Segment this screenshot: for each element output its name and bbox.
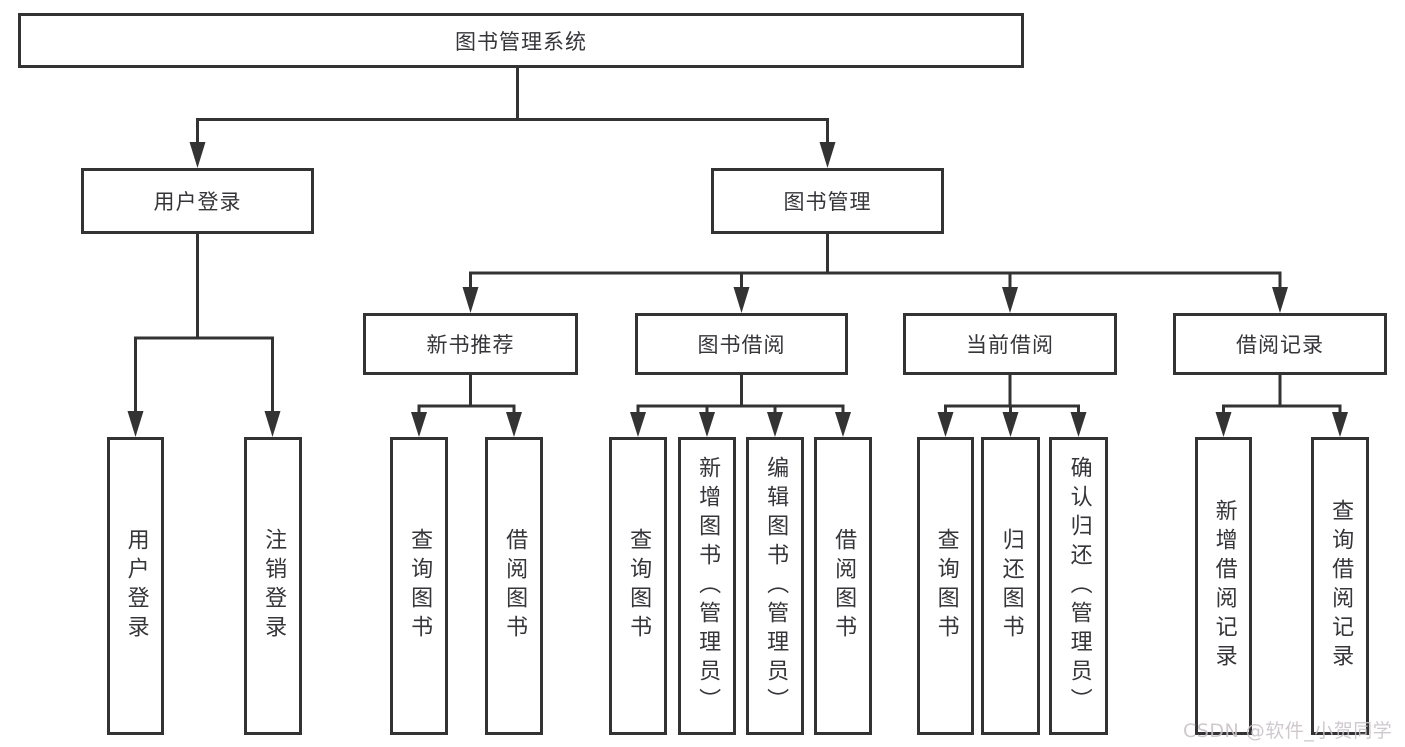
arrow-down-icon	[767, 412, 783, 437]
leaf-user-login: 用户登录	[107, 437, 164, 735]
connector-new-book-recommendation-children	[411, 375, 522, 437]
leaf-confirm-return-admin: 确认归还（管理员）	[1049, 437, 1108, 735]
node-new-book-recommendation: 新书推荐	[363, 313, 578, 375]
leaf-label: 查询图书	[407, 528, 433, 644]
connector-root-to-level2	[189, 66, 836, 168]
connector-book-management-sections	[462, 234, 1288, 313]
leaf-label: 借阅图书	[831, 528, 857, 644]
arrow-down-icon	[1002, 287, 1018, 313]
arrow-down-icon	[189, 142, 206, 168]
arrow-down-icon	[1332, 412, 1348, 437]
leaf-label: 新增借阅记录	[1211, 499, 1237, 673]
leaf-query-borrow-record: 查询借阅记录	[1311, 437, 1369, 735]
arrow-down-icon	[411, 412, 427, 437]
arrow-down-icon	[506, 412, 522, 437]
connector-book-borrowing-children	[630, 375, 851, 437]
arrow-down-icon	[733, 287, 750, 313]
node-current-borrowing: 当前借阅	[903, 313, 1117, 375]
arrow-down-icon	[1272, 287, 1288, 313]
leaf-logout-login: 注销登录	[244, 437, 302, 735]
leaf-return-books: 归还图书	[981, 437, 1040, 735]
arrow-down-icon	[462, 287, 479, 313]
arrow-down-icon	[819, 142, 836, 168]
arrow-down-icon	[835, 412, 851, 437]
arrow-down-icon	[127, 411, 144, 437]
csdn-watermark: CSDN @软件_小贺同学	[1183, 720, 1393, 742]
leaf-add-borrow-record: 新增借阅记录	[1195, 437, 1252, 735]
leaf-label: 查询图书	[933, 528, 959, 644]
leaf-label: 新增图书（管理员）	[695, 455, 721, 717]
leaf-query-books: 查询图书	[917, 437, 974, 735]
leaf-label: 注销登录	[261, 528, 287, 644]
node-book-management: 图书管理	[711, 168, 944, 234]
arrow-down-icon	[630, 412, 646, 437]
leaf-query-books: 查询图书	[390, 437, 448, 735]
leaf-add-books-admin: 新增图书（管理员）	[678, 437, 736, 735]
leaf-borrow-books: 借阅图书	[814, 437, 872, 735]
leaf-borrow-books: 借阅图书	[485, 437, 543, 735]
leaf-label: 借阅图书	[502, 528, 528, 644]
connector-current-borrowing-children	[937, 375, 1087, 437]
leaf-label: 确认归还（管理员）	[1066, 455, 1092, 717]
leaf-label: 查询借阅记录	[1328, 499, 1354, 673]
arrow-down-icon	[1002, 412, 1019, 437]
node-user-login: 用户登录	[81, 168, 314, 234]
leaf-label: 编辑图书（管理员）	[763, 455, 789, 717]
leaf-edit-books-admin: 编辑图书（管理员）	[746, 437, 804, 735]
connector-borrowing-records-children	[1215, 375, 1348, 437]
leaf-label: 用户登录	[123, 528, 149, 644]
leaf-label: 归还图书	[998, 528, 1024, 644]
leaf-query-books: 查询图书	[609, 437, 667, 735]
arrow-down-icon	[1070, 412, 1087, 437]
arrow-down-icon	[264, 411, 281, 437]
arrow-down-icon	[1215, 412, 1232, 437]
node-book-borrowing: 图书借阅	[635, 313, 848, 375]
node-library-management-system: 图书管理系统	[18, 13, 1024, 68]
connector-user-login-children	[127, 234, 281, 437]
arrow-down-icon	[937, 412, 954, 437]
arrow-down-icon	[699, 412, 715, 437]
leaf-label: 查询图书	[626, 528, 652, 644]
node-borrowing-records: 借阅记录	[1173, 313, 1387, 375]
